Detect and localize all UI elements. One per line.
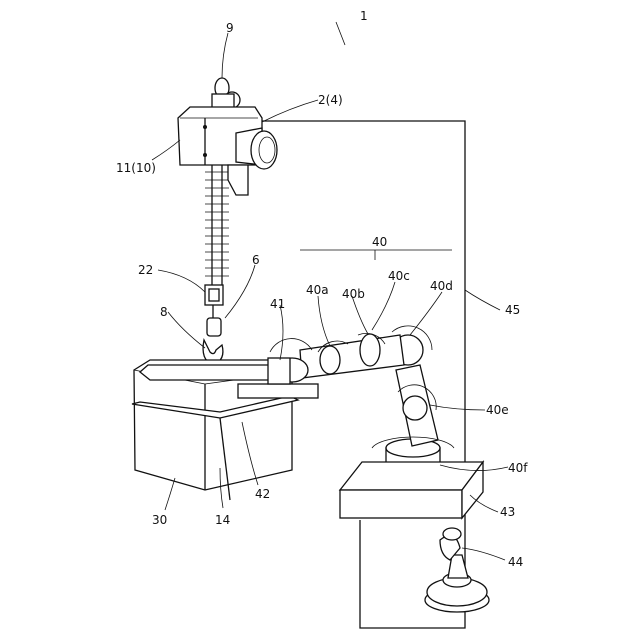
pedestal [340, 462, 483, 518]
label-container: 30 [152, 513, 167, 527]
label-bracket: 14 [215, 513, 230, 527]
label-cable: 45 [505, 303, 520, 317]
label-joystick: 44 [508, 555, 523, 569]
label-hook: 8 [160, 305, 168, 319]
label-chain: 6 [252, 253, 260, 267]
label-hoist-body: 11(10) [116, 161, 156, 175]
label-hoist-ref: 2(4) [318, 93, 343, 107]
label-joint-a: 40a [306, 283, 329, 297]
label-arm: 40 [372, 235, 387, 249]
label-joint-f: 40f [508, 461, 528, 475]
label-hook-device: 22 [138, 263, 153, 277]
label-grip-bar: 42 [255, 487, 270, 501]
hoist-unit [178, 78, 277, 195]
label-joint-b: 40b [342, 287, 365, 301]
spring-chain [205, 165, 229, 285]
label-ring: 9 [226, 21, 234, 35]
label-pedestal: 43 [500, 505, 515, 519]
joystick [425, 528, 489, 612]
label-end-effector: 41 [270, 297, 285, 311]
label-joint-c: 40c [388, 269, 410, 283]
label-joint-d: 40d [430, 279, 453, 293]
label-joint-e: 40e [486, 403, 509, 417]
hook-device [203, 285, 223, 365]
label-system: 1 [360, 9, 368, 23]
